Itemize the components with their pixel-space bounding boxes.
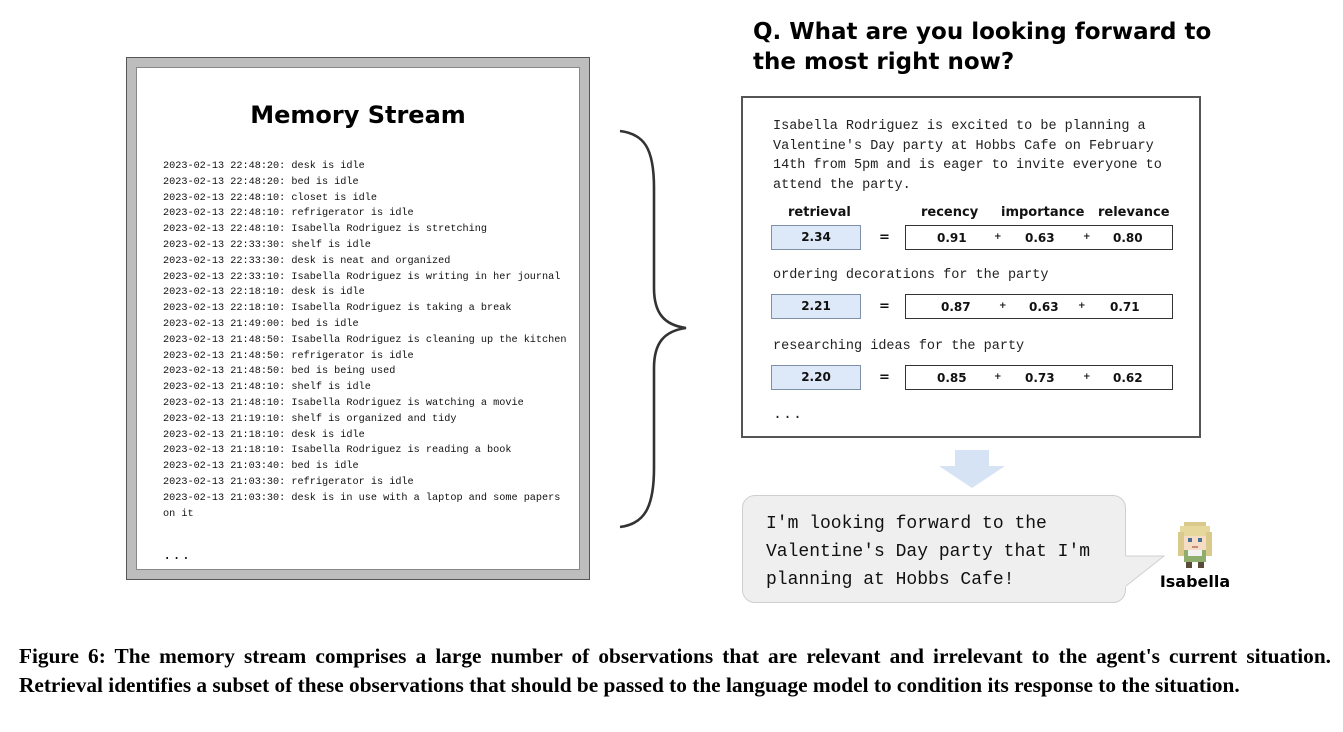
recency-header: recency (921, 205, 979, 220)
list-item: 2023-02-13 22:48:10: refrigerator is idl… (163, 208, 414, 220)
retrieval-score: 2.34 (771, 225, 861, 250)
speech-bubble: I'm looking forward to the Valentine's D… (742, 495, 1126, 603)
relevance-value: 0.62 (1113, 371, 1143, 385)
retrieval-header: retrieval (788, 205, 851, 220)
curly-brace (619, 129, 687, 529)
importance-header: importance (1001, 205, 1085, 220)
list-item: 2023-02-13 21:03:30: desk is in use with… (163, 492, 567, 520)
figure-caption: Figure 6: The memory stream comprises a … (19, 644, 1331, 697)
importance-value: 0.63 (1029, 300, 1059, 314)
down-arrow-icon (939, 450, 1005, 488)
retrieval-ellipsis: ... (773, 406, 804, 423)
list-item: 2023-02-13 21:48:50: bed is being used (163, 366, 396, 378)
equals-sign: = (879, 299, 890, 314)
list-item: 2023-02-13 21:48:50: Isabella Rodriguez … (163, 334, 567, 346)
retrieval-score: 2.21 (771, 294, 861, 319)
agent-response: I'm looking forward to the Valentine's D… (766, 514, 1091, 590)
recency-value: 0.91 (937, 231, 967, 245)
retrieval-panel: Isabella Rodriguez is excited to be plan… (741, 96, 1201, 438)
retrieval-score: 2.20 (771, 365, 861, 390)
recency-value: 0.85 (937, 371, 967, 385)
importance-value: 0.73 (1025, 371, 1055, 385)
plus-sign: + (1083, 372, 1091, 382)
isabella-avatar-icon (1178, 522, 1212, 568)
score-components: 0.91 + 0.63 + 0.80 (905, 225, 1173, 250)
list-item: 2023-02-13 22:18:10: desk is idle (163, 287, 365, 299)
plus-sign: + (994, 232, 1002, 242)
list-item: 2023-02-13 22:33:10: Isabella Rodriguez … (163, 271, 561, 283)
list-item: 2023-02-13 22:33:30: desk is neat and or… (163, 255, 451, 267)
question-heading: Q. What are you looking forward to the m… (753, 19, 1212, 75)
list-item: 2023-02-13 22:48:20: desk is idle (163, 161, 365, 172)
importance-value: 0.63 (1025, 231, 1055, 245)
relevance-value: 0.71 (1110, 300, 1140, 314)
list-item: 2023-02-13 22:48:10: Isabella Rodriguez … (163, 224, 488, 236)
list-item: 2023-02-13 21:03:40: bed is idle (163, 461, 359, 473)
score-components: 0.85 + 0.73 + 0.62 (905, 365, 1173, 390)
plus-sign: + (999, 301, 1007, 311)
avatar-name-label: Isabella (1159, 572, 1231, 591)
plus-sign: + (994, 372, 1002, 382)
list-item: 2023-02-13 21:18:10: desk is idle (163, 429, 365, 441)
memory-stream-ellipsis: ... (163, 548, 192, 564)
retrieved-memory-3: researching ideas for the party (773, 339, 1025, 354)
equals-sign: = (879, 370, 890, 385)
list-item: 2023-02-13 21:18:10: Isabella Rodriguez … (163, 445, 512, 457)
plus-sign: + (1083, 232, 1091, 242)
list-item: 2023-02-13 22:48:10: closet is idle (163, 192, 377, 204)
retrieved-memory-1: Isabella Rodriguez is excited to be plan… (773, 119, 1162, 193)
list-item: 2023-02-13 22:48:20: bed is idle (163, 176, 359, 188)
relevance-header: relevance (1098, 205, 1170, 220)
list-item: 2023-02-13 21:19:10: shelf is organized … (163, 413, 457, 425)
retrieved-memory-2: ordering decorations for the party (773, 268, 1049, 283)
recency-value: 0.87 (941, 300, 971, 314)
list-item: 2023-02-13 21:48:10: Isabella Rodriguez … (163, 397, 524, 409)
speech-bubble-tail (1120, 555, 1166, 588)
list-item: 2023-02-13 21:03:30: refrigerator is idl… (163, 476, 414, 488)
plus-sign: + (1078, 301, 1086, 311)
list-item: 2023-02-13 22:18:10: Isabella Rodriguez … (163, 303, 512, 315)
list-item: 2023-02-13 21:48:50: refrigerator is idl… (163, 350, 414, 362)
score-components: 0.87 + 0.63 + 0.71 (905, 294, 1173, 319)
list-item: 2023-02-13 21:48:10: shelf is idle (163, 382, 371, 394)
list-item: 2023-02-13 21:49:00: bed is idle (163, 318, 359, 330)
equals-sign: = (879, 230, 890, 245)
list-item: 2023-02-13 22:33:30: shelf is idle (163, 239, 371, 251)
relevance-value: 0.80 (1113, 231, 1143, 245)
memory-stream-page: Memory Stream 2023-02-13 22:48:20: desk … (136, 67, 580, 570)
memory-stream-panel: Memory Stream 2023-02-13 22:48:20: desk … (126, 57, 590, 580)
memory-stream-title: Memory Stream (250, 101, 466, 129)
memory-stream-list: 2023-02-13 22:48:20: desk is idle 2023-0… (163, 159, 573, 522)
